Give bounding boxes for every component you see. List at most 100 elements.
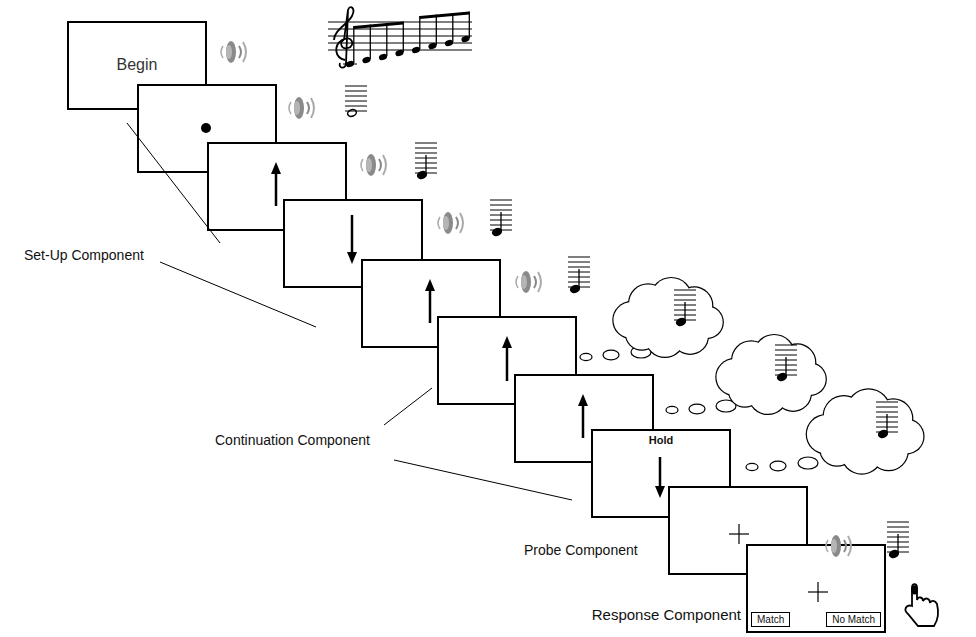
drawing-part <box>383 155 386 175</box>
drawing-part <box>345 96 367 97</box>
drawing-part <box>521 271 531 293</box>
drawing-part <box>876 412 898 413</box>
drawing-part <box>887 522 909 523</box>
drawing-part <box>568 267 590 268</box>
leader-line <box>127 123 220 243</box>
drawing-part <box>420 12 470 20</box>
thought-bubble <box>666 406 678 413</box>
component-label: Continuation Component <box>215 432 370 448</box>
note-staff <box>775 345 797 382</box>
drawing-part <box>370 25 371 60</box>
leader-line <box>384 388 432 425</box>
fixation-cross <box>817 582 818 602</box>
component-label: Set-Up Component <box>24 247 144 263</box>
arrow-head <box>271 162 281 174</box>
drawing-part <box>568 262 590 263</box>
direction-arrow <box>506 346 509 381</box>
hand-pointer <box>911 586 918 595</box>
speaker-icon <box>826 535 851 557</box>
drawing-part <box>354 22 404 30</box>
drawing-part <box>631 301 702 335</box>
response-button: No Match <box>826 612 881 627</box>
drawing-part <box>345 106 367 107</box>
drawing-part <box>328 36 472 37</box>
note-staff <box>568 257 590 294</box>
drawing-part <box>443 212 453 234</box>
thought-cloud <box>806 388 925 474</box>
drawing-part <box>438 217 440 229</box>
thought-bubble <box>770 461 786 471</box>
drawing-part <box>361 159 363 171</box>
direction-arrow <box>351 215 354 254</box>
drawing-part <box>785 357 786 376</box>
music-scale <box>328 7 472 68</box>
drawing-part <box>831 539 837 553</box>
drawing-part <box>456 217 458 229</box>
thought-bubble <box>580 353 592 360</box>
drawing-part <box>347 108 358 117</box>
direction-arrow <box>429 289 432 323</box>
thought-cloud <box>715 334 827 415</box>
drawing-part <box>887 527 909 528</box>
drawing-part <box>226 45 232 59</box>
drawing-part <box>243 42 246 62</box>
direction-arrow <box>275 172 278 206</box>
drawing-part <box>415 153 437 154</box>
drawing-part <box>425 155 426 174</box>
hand-pointer <box>905 584 938 626</box>
treble-clef <box>334 7 353 68</box>
speaker-icon <box>438 212 463 234</box>
drawing-part <box>460 213 463 233</box>
thought-cloud <box>612 277 724 358</box>
note-staff <box>887 522 909 559</box>
leader-line <box>394 460 572 500</box>
note-staff <box>490 200 512 237</box>
drawing-part <box>826 540 828 552</box>
drawing-part <box>876 402 898 403</box>
drawing-part <box>366 154 376 176</box>
drawing-part <box>848 536 851 556</box>
arrow-head <box>425 279 435 291</box>
drawing-part <box>826 414 902 450</box>
drawing-part <box>674 295 696 296</box>
arrow-head <box>655 486 665 498</box>
drawing-part <box>534 276 536 288</box>
drawing-part <box>684 302 685 321</box>
drawing-part <box>379 159 381 171</box>
drawing-part <box>490 200 512 201</box>
drawing-part <box>386 23 387 56</box>
drawing-part <box>490 205 512 206</box>
note-staff <box>345 86 367 118</box>
arrow-head <box>578 394 588 406</box>
drawing-part <box>886 414 887 433</box>
drawing-part <box>307 102 309 114</box>
drawing-part <box>876 407 898 408</box>
drawing-part <box>415 143 437 144</box>
drawing-part <box>403 22 404 53</box>
drawing-part <box>734 358 805 392</box>
speaker-icon <box>361 154 386 176</box>
speaker-icon <box>289 97 314 119</box>
drawing-part <box>568 257 590 258</box>
drawing-part <box>294 101 300 115</box>
thought-bubble <box>689 404 705 414</box>
drawing-part <box>419 16 420 49</box>
component-label: Probe Component <box>524 542 638 558</box>
drawing-part <box>897 534 898 553</box>
thought-bubble <box>798 457 818 469</box>
drawing-part <box>521 275 527 289</box>
drawing-part <box>345 86 367 87</box>
note-staff <box>674 290 696 327</box>
note-staff <box>876 402 898 439</box>
start-dot <box>201 123 211 133</box>
arrow-head <box>347 252 357 264</box>
drawing-part <box>226 41 236 63</box>
screen-text: Hold <box>592 434 730 446</box>
screen-box: Response ComponentMatchNo Match <box>747 545 885 632</box>
drawing-part <box>500 212 501 231</box>
thought-bubble <box>746 463 758 470</box>
drawing-part <box>294 97 304 119</box>
drawing-part <box>415 148 437 149</box>
drawing-part <box>239 46 241 58</box>
